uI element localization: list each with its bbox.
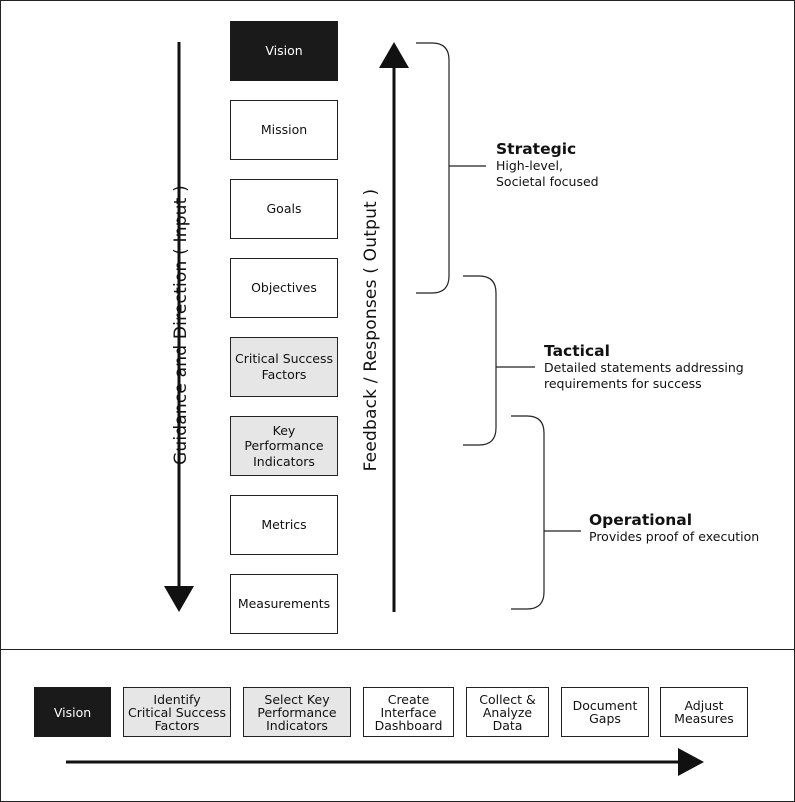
step-adjust-measures-box: Adjust Measures [660, 687, 748, 737]
step-select-kpi-box: Select Key Performance Indicators [243, 687, 351, 737]
step-collect-analyze-box: Collect & Analyze Data [466, 687, 549, 737]
operational-title: Operational [589, 511, 693, 529]
up-arrow-label: Feedback / Responses ( Output ) [361, 188, 381, 472]
level-goals-box: Goals [230, 179, 338, 239]
tactical-description: Detailed statements addressing requireme… [544, 360, 744, 391]
level-key-performance-indicators-box: Key Performance Indicators [230, 416, 338, 476]
level-vision-box: Vision [230, 21, 338, 81]
operational-brace [511, 415, 581, 610]
strategic-title: Strategic [496, 140, 577, 158]
up-arrow [379, 42, 409, 612]
step-document-gaps-box: Document Gaps [561, 687, 649, 737]
level-mission-box: Mission [230, 100, 338, 160]
step-vision-box: Vision [34, 687, 111, 737]
tactical-title: Tactical [544, 342, 610, 360]
level-metrics-box: Metrics [230, 495, 338, 555]
strategic-brace [416, 42, 486, 294]
step-identify-csf-box: Identify Critical Success Factors [123, 687, 231, 737]
down-arrow [164, 42, 194, 612]
step-create-dashboard-box: Create Interface Dashboard [363, 687, 454, 737]
down-arrow-label: Guidance and Direction ( Input ) [171, 185, 191, 465]
strategic-description: High-level, Societal focused [496, 158, 599, 189]
level-critical-success-factors-box: Critical Success Factors [230, 337, 338, 397]
operational-description: Provides proof of execution [589, 529, 760, 544]
level-measurements-box: Measurements [230, 574, 338, 634]
level-objectives-box: Objectives [230, 258, 338, 318]
tactical-brace [463, 275, 535, 446]
process-arrow [66, 748, 704, 776]
